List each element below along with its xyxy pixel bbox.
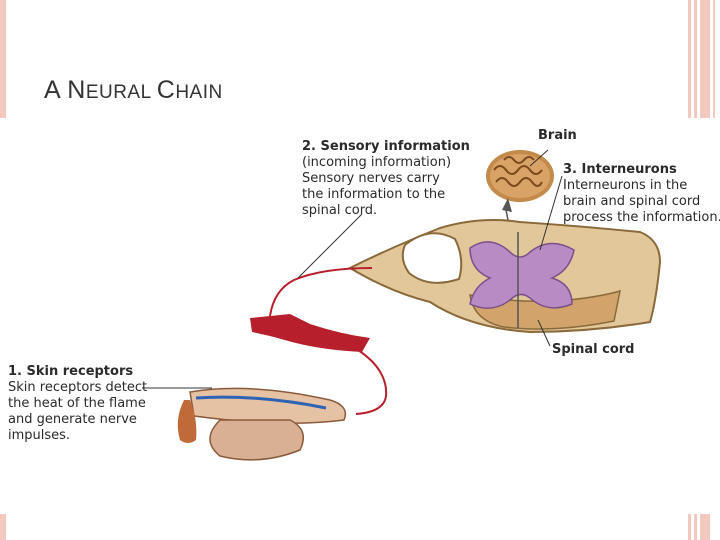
sensory-line: spinal cord.	[302, 203, 378, 218]
right-stripe-2	[694, 0, 697, 118]
spinal-cord-label: Spinal cord	[552, 342, 635, 358]
interneurons-line: process the information.	[563, 210, 720, 225]
sensory-nerve	[269, 267, 373, 317]
brain-illustration	[486, 150, 554, 202]
sensory-line: Sensory nerves carry	[302, 171, 440, 186]
interneuron-leader-line	[539, 175, 563, 251]
sensory-nerve-lower	[355, 349, 388, 415]
left-stripe	[0, 0, 6, 118]
brain-leader-line	[529, 149, 549, 167]
skin-line: and generate nerve	[8, 412, 137, 427]
skin-receptors-label: 1. Skin receptors Skin receptors detect …	[8, 364, 147, 444]
right-stripe-3	[700, 0, 710, 118]
title-rest: EURAL	[85, 82, 151, 103]
slide-title: A NEURAL CHAIN	[44, 76, 223, 105]
skin-line: the heat of the flame	[8, 396, 146, 411]
title-rest: HAIN	[175, 82, 223, 103]
sensory-information-label: 2. Sensory information (incoming informa…	[302, 139, 470, 219]
skin-line: Skin receptors detect	[8, 380, 148, 395]
interneurons-line: brain and spinal cord	[563, 194, 701, 209]
spinal-cord-illustration	[347, 219, 662, 334]
right-stripe-bottom-2	[694, 514, 697, 540]
sensory-line: the information to the	[302, 187, 446, 202]
sensory-line: (incoming information)	[302, 155, 452, 170]
spinal-cord-label-text: Spinal cord	[552, 342, 635, 357]
interneurons-line: Interneurons in the	[563, 178, 688, 193]
skin-heading: 1. Skin receptors	[8, 364, 134, 379]
brain-label: Brain	[538, 128, 577, 144]
title-letter: N	[67, 76, 86, 104]
title-letter: C	[156, 76, 176, 104]
sensory-heading: 2. Sensory information	[302, 139, 470, 154]
sensory-leader-line	[297, 213, 363, 279]
right-stripe-bottom-3	[700, 514, 710, 540]
nerve-ganglion	[250, 314, 370, 352]
right-stripe-1	[688, 0, 691, 118]
arrow-head	[502, 198, 512, 212]
right-stripe-4	[713, 0, 715, 118]
title-letter: A	[44, 76, 60, 104]
brain-label-text: Brain	[538, 128, 577, 143]
left-stripe-bottom	[0, 514, 6, 540]
skin-line: impulses.	[8, 428, 71, 443]
interneurons-heading: 3. Interneurons	[563, 162, 677, 177]
spinal-cord-leader-line	[537, 319, 551, 347]
interneurons-label: 3. Interneurons Interneurons in the brai…	[563, 162, 720, 226]
right-stripe-bottom-1	[688, 514, 691, 540]
finger-illustration	[177, 387, 347, 461]
